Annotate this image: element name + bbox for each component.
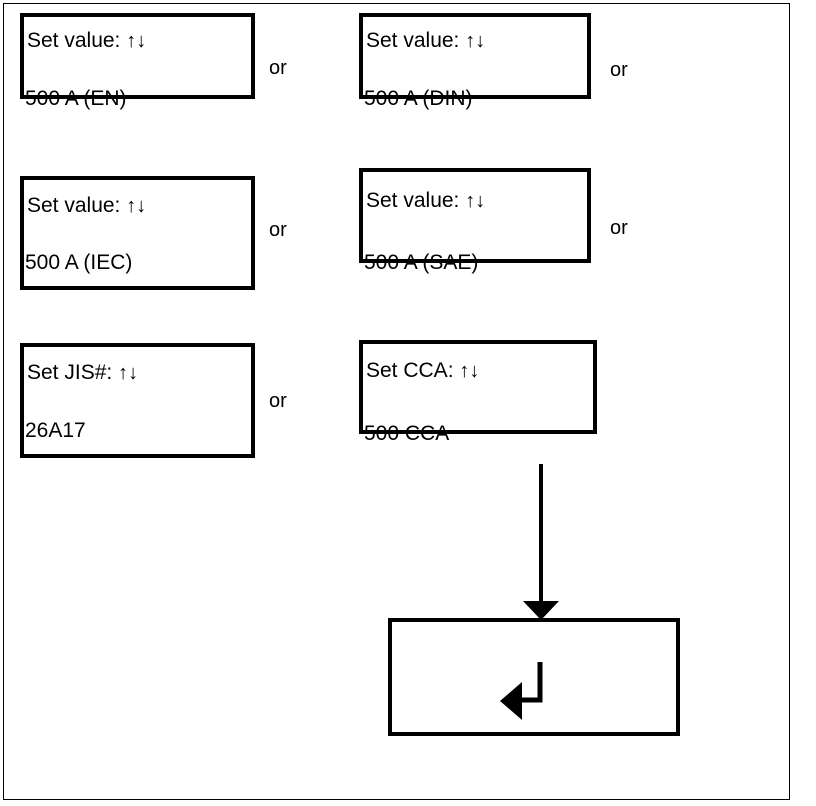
screen-cca-prompt: Set CCA: ↑↓ (366, 360, 479, 382)
arrow-up-icon: ↑ (459, 360, 470, 382)
screen-box-iec[interactable] (20, 176, 255, 290)
arrow-down-icon: ↓ (128, 362, 139, 384)
screen-iec-prompt-text: Set value: (27, 194, 121, 217)
arrow-up-icon: ↑ (126, 195, 137, 217)
screen-sae-prompt: Set value: ↑↓ (366, 190, 485, 212)
screen-din-prompt: Set value: ↑↓ (366, 30, 485, 52)
or-label-row1-right: or (610, 59, 628, 81)
arrow-up-icon: ↑ (465, 30, 476, 52)
screen-jis-prompt-text: Set JIS#: (27, 361, 113, 384)
outer-frame (3, 3, 790, 800)
arrow-down-icon: ↓ (475, 190, 486, 212)
or-label-row2-left: or (269, 219, 287, 241)
screen-box-confirm[interactable] (388, 618, 680, 736)
or-label-row1-left: or (269, 57, 287, 79)
screen-sae-prompt-text: Set value: (366, 189, 460, 212)
arrow-up-icon: ↑ (465, 190, 476, 212)
screen-sae-value: 500 A (SAE) (364, 251, 479, 274)
screen-jis-prompt: Set JIS#: ↑↓ (27, 362, 138, 384)
screen-box-en[interactable] (20, 13, 255, 99)
arrow-up-icon: ↑ (118, 362, 129, 384)
or-label-row2-right: or (610, 217, 628, 239)
screen-en-prompt-text: Set value: (27, 29, 121, 52)
screen-jis-value: 26A17 (25, 419, 86, 442)
arrow-down-icon: ↓ (136, 30, 147, 52)
enter-return-key-symbol-icon (498, 660, 568, 730)
screen-box-cca[interactable] (359, 340, 597, 434)
or-label-row3-left: or (269, 390, 287, 412)
screen-en-value: 500 A (EN) (25, 87, 127, 110)
screen-cca-prompt-text: Set CCA: (366, 359, 454, 382)
arrow-up-icon: ↑ (126, 30, 137, 52)
screen-en-prompt: Set value: ↑↓ (27, 30, 146, 52)
screen-box-din[interactable] (359, 13, 591, 99)
screen-din-value: 500 A (DIN) (364, 87, 473, 110)
arrow-down-icon: ↓ (469, 360, 480, 382)
screen-din-prompt-text: Set value: (366, 29, 460, 52)
screen-box-sae[interactable] (359, 168, 591, 263)
screen-iec-prompt: Set value: ↑↓ (27, 195, 146, 217)
flow-arrow-down (518, 462, 564, 624)
screen-box-jis[interactable] (20, 343, 255, 458)
arrow-down-icon: ↓ (136, 195, 147, 217)
arrow-down-icon: ↓ (475, 30, 486, 52)
screen-iec-value: 500 A (IEC) (25, 251, 133, 274)
screen-cca-value: 500 CCA (364, 422, 450, 445)
